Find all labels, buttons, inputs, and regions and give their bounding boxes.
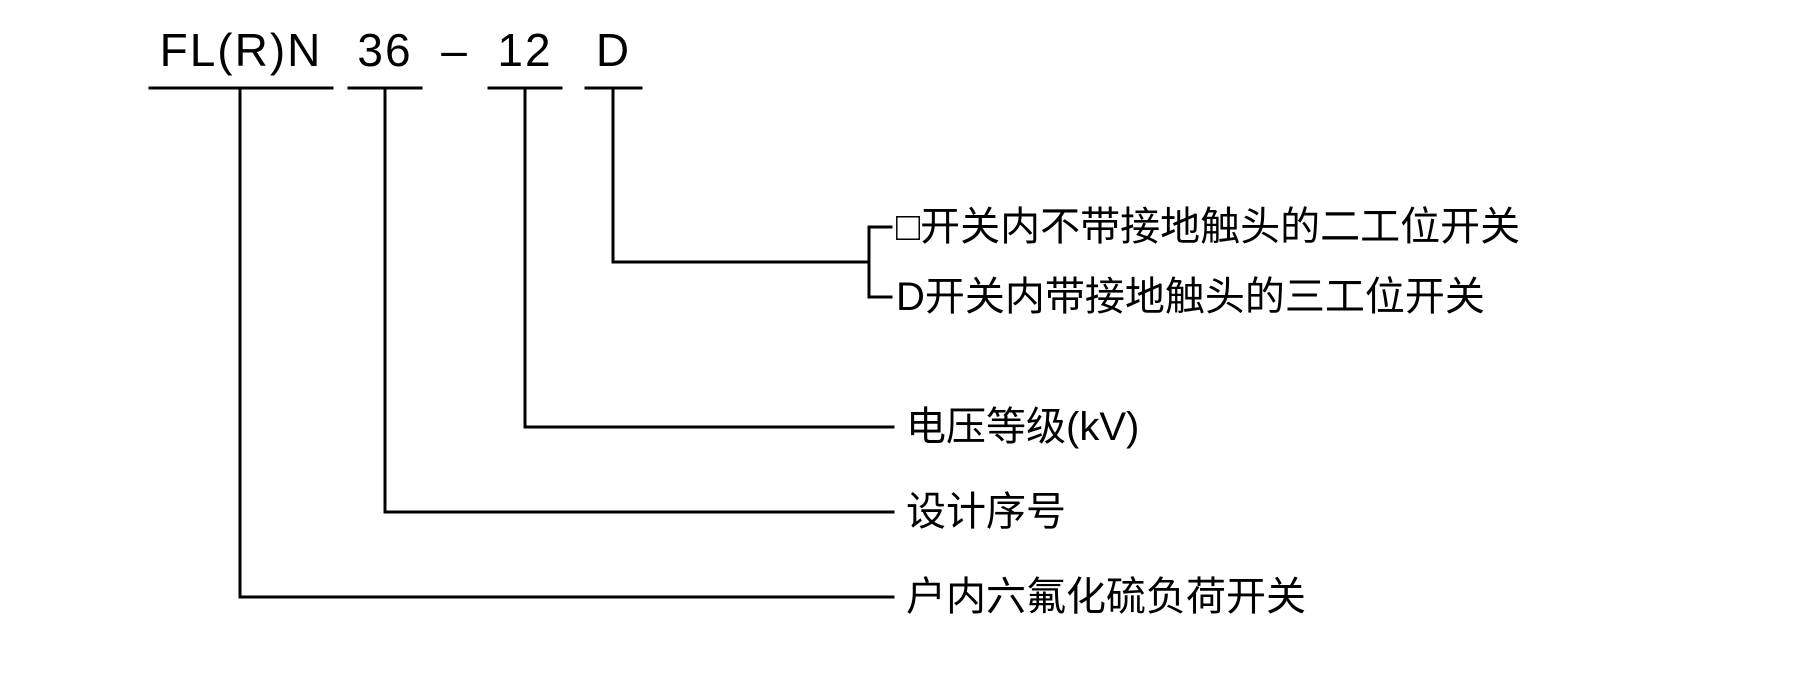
model-segment-design: 36 (357, 24, 413, 76)
connector-design-number (383, 86, 895, 514)
label-voltage-class: 电压等级(kV) (906, 405, 1140, 449)
bracket-d-options (867, 225, 893, 299)
label-three-position-switch: D开关内带接地触头的三工位开关 (896, 275, 1485, 319)
connector-voltage-class (523, 86, 895, 429)
label-design-number: 设计序号 (906, 490, 1066, 534)
model-segment-voltage: 12 (497, 24, 553, 76)
model-segment-d: D (595, 24, 632, 76)
model-segment-separator: – (441, 24, 469, 76)
label-switch-type: 户内六氟化硫负荷开关 (906, 575, 1306, 619)
connector-d-options (611, 86, 871, 264)
connector-switch-type (238, 86, 895, 599)
model-segment-series: FL(R)N (159, 24, 323, 76)
label-two-position-switch: □开关内不带接地触头的二工位开关 (896, 205, 1521, 249)
